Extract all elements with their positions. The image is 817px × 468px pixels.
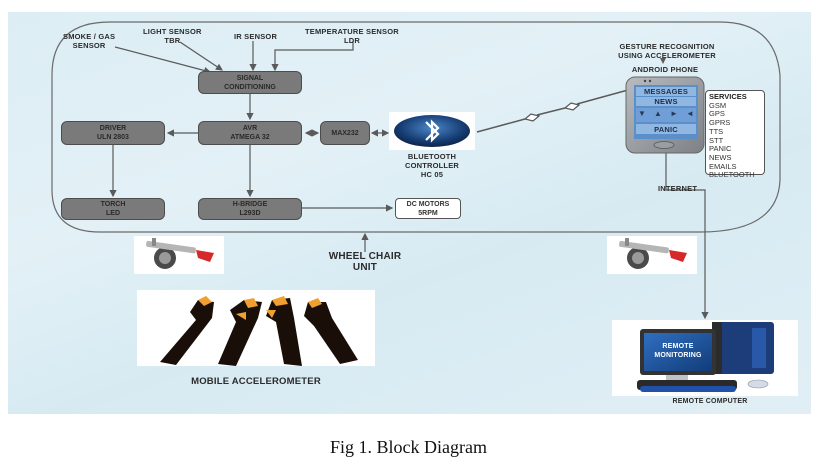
bluetooth-label-line1: BLUETOOTH [407, 152, 457, 161]
light-label-line1: LIGHT SENSOR [143, 27, 202, 36]
service-item: GSM [709, 100, 727, 110]
hbridge-l293d-block: H-BRIDGE L293D [198, 198, 302, 220]
remote-screen-line2: MONITORING [654, 351, 702, 359]
smoke-label-line2: SENSOR [72, 41, 106, 50]
hbridge-line1: H-BRIDGE [232, 201, 268, 208]
service-item: EMAILS [709, 161, 737, 171]
wheelchair-unit-label: WHEEL CHAIR UNIT [310, 251, 420, 273]
temperature-label-line2: LDR [343, 36, 360, 45]
driver-line2: ULN 2803 [97, 134, 129, 141]
caster-wheel-left [134, 236, 224, 274]
signal-conditioning-block: SIGNAL CONDITIONING [198, 71, 302, 94]
gesture-label-line1: GESTURE RECOGNITION [619, 42, 715, 51]
service-item: BLUETOOTH [709, 170, 755, 180]
smoke-gas-sensor-label: SMOKE / GAS SENSOR [63, 32, 115, 50]
avr-line2: ATMEGA 32 [230, 134, 270, 141]
internet-label: INTERNET [658, 184, 698, 193]
service-item: NEWS [709, 152, 732, 162]
smoke-label-line1: SMOKE / GAS [63, 32, 116, 41]
caster-wheel-right [607, 236, 697, 274]
bluetooth-label-line3: HC 05 [420, 170, 444, 179]
service-item: STT [709, 135, 724, 145]
ir-sensor-label: IR SENSOR [234, 32, 277, 41]
gesture-hands-image [137, 290, 375, 366]
remote-monitoring-screen-text: REMOTE MONITORING [644, 343, 712, 360]
driver-line1: DRIVER [99, 125, 127, 132]
temperature-sensor-label: TEMPERATURE SENSOR LDR [305, 27, 399, 45]
phone-news-button: NEWS [654, 97, 678, 106]
wireless-link-diamond-2 [563, 102, 581, 111]
gesture-label-line2: USING ACCELEROMETER [618, 51, 716, 60]
left-arrow-icon: ◄ [686, 109, 694, 118]
torch-line2: LED [106, 210, 120, 217]
android-phone-title: ANDROID PHONE [631, 65, 699, 74]
service-item: GPS [709, 109, 725, 119]
temperature-label-line1: TEMPERATURE SENSOR [305, 27, 399, 36]
phone-nav-icons: ▼ ▲ ► ◄ [638, 109, 694, 118]
connector-temperature [271, 41, 354, 72]
connector-light [179, 41, 223, 71]
dc-motors-line2: 5RPM [418, 209, 438, 217]
services-header: SERVICES [709, 92, 747, 101]
gesture-recognition-label: GESTURE RECOGNITION USING ACCELEROMETER [612, 42, 722, 60]
avr-line1: AVR [242, 125, 258, 132]
services-list: SERVICES GSM GPS GPRS TTS STT PANIC NEWS… [705, 90, 765, 179]
down-arrow-icon: ▼ [638, 109, 646, 118]
up-arrow-icon: ▲ [654, 109, 662, 118]
service-item: TTS [709, 126, 724, 136]
remote-computer-label: REMOTE COMPUTER [672, 398, 748, 405]
connector-internet [665, 148, 709, 320]
wireless-link-diamond-1 [523, 113, 541, 122]
driver-uln2803-block: DRIVER ULN 2803 [61, 121, 165, 145]
dc-motors-line1: DC MOTORS [406, 200, 450, 208]
bluetooth-icon [389, 112, 475, 150]
remote-screen-line1: REMOTE [662, 343, 694, 350]
torch-led-block: TORCH LED [61, 198, 165, 220]
max232-block: MAX232 [320, 121, 370, 145]
bluetooth-label-line2: CONTROLLER [404, 161, 460, 170]
figure-caption: Fig 1. Block Diagram [330, 437, 487, 457]
wheelchair-unit-container [51, 21, 781, 233]
hbridge-line2: L293D [239, 210, 261, 217]
service-item: PANIC [709, 144, 732, 154]
remote-computer [612, 320, 798, 396]
torch-line1: TORCH [100, 201, 126, 208]
wheelchair-label-line1: WHEEL CHAIR [328, 251, 402, 262]
max232-line1: MAX232 [331, 129, 359, 137]
bluetooth-controller-label: BLUETOOTH CONTROLLER HC 05 [397, 152, 467, 179]
light-sensor-label: LIGHT SENSOR TBR [143, 27, 202, 45]
signal-conditioning-line2: CONDITIONING [224, 83, 276, 91]
connector-smoke [114, 46, 212, 74]
right-arrow-icon: ► [670, 109, 678, 118]
avr-atmega32-block: AVR ATMEGA 32 [198, 121, 302, 145]
android-phone [625, 76, 705, 154]
phone-messages-button: MESSAGES [643, 87, 689, 96]
ir-label-line1: IR SENSOR [234, 32, 278, 41]
wireless-link [476, 89, 629, 133]
dc-motors-block: DC MOTORS 5RPM [395, 198, 461, 219]
wheelchair-label-line2: UNIT [352, 262, 378, 273]
light-label-line2: TBR [164, 36, 181, 45]
signal-conditioning-line1: SIGNAL [236, 74, 264, 82]
phone-panic-button: PANIC [654, 125, 678, 134]
service-item: GPRS [709, 118, 731, 128]
mobile-accelerometer-label: MOBILE ACCELEROMETER [191, 376, 321, 387]
